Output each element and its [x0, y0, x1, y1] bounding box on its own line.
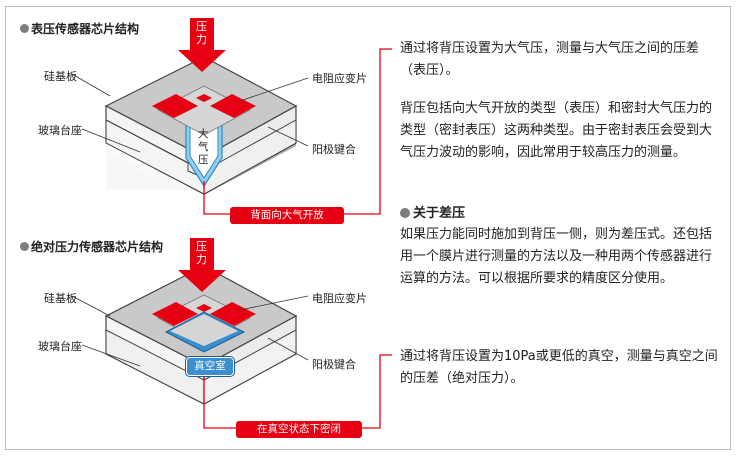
absolute-glass-label: 玻璃台座: [38, 340, 82, 353]
gauge-strain-right: [210, 94, 256, 118]
absolute-badge: 在真空状态下密闭: [236, 421, 362, 438]
gauge-chip-heading-text: 表压传感器芯片结构: [31, 22, 140, 36]
absolute-bonding-label: 阳极键合: [312, 358, 356, 371]
gauge-strain-left: [152, 94, 198, 118]
gauge-pressure-arrow: [178, 18, 226, 72]
figure-frame: [5, 6, 731, 450]
differential-detail-text: 如果压力能同时施加到背压一侧，则为差压式。还包括用一个膜片进行测量的方法以及一种…: [400, 227, 713, 286]
gauge-bonding-label: 阳极键合: [312, 143, 356, 156]
absolute-strain-center: [196, 304, 212, 312]
absolute-chip: [71, 238, 392, 429]
gauge-detail-text: 背压包括向大气开放的类型（表压）和密封大气压力的类型（密封表压）这两种类型。由于…: [400, 101, 713, 160]
absolute-pressure-label: 压力: [196, 240, 207, 266]
absolute-strain-right: [210, 302, 256, 326]
differential-heading-text: 关于差压: [413, 206, 466, 221]
absolute-chip-heading: 绝对压力传感器芯片结构: [20, 238, 163, 255]
bullet-icon: [20, 242, 29, 251]
absolute-intro-text: 通过将背压设置为10Pa或更低的真空，测量与真空之间的压差（绝对压力）。: [400, 349, 718, 386]
absolute-pressure-arrow: [178, 238, 226, 292]
gauge-silicon-label: 硅基板: [44, 70, 77, 83]
gauge-badge: 背面向大气开放: [230, 207, 344, 224]
differential-heading: 关于差压: [400, 203, 718, 225]
gauge-bracket: [203, 48, 392, 215]
gauge-strain-center: [196, 94, 212, 102]
gauge-intro-text: 通过将背压设置为大气压，测量与大气压之间的压差（表压）。: [400, 41, 700, 78]
gauge-chip-heading: 表压传感器芯片结构: [20, 20, 139, 37]
absolute-bracket: [203, 354, 392, 429]
bullet-icon: [20, 24, 29, 33]
gauge-pressure-label: 压力: [196, 20, 207, 46]
absolute-strain-label: 电阻应变片: [312, 292, 367, 305]
bullet-icon: [400, 208, 410, 218]
absolute-strain-left: [152, 302, 198, 326]
gauge-chip: [71, 18, 392, 215]
absolute-chip-heading-text: 绝对压力传感器芯片结构: [31, 240, 164, 254]
gauge-glass-label: 玻璃台座: [38, 124, 82, 137]
gauge-strain-label: 电阻应变片: [312, 72, 367, 85]
vacuum-chamber-badge: 真空室: [186, 357, 234, 376]
absolute-silicon-label: 硅基板: [44, 292, 77, 305]
gauge-cavity-label: 大气压: [198, 128, 209, 166]
